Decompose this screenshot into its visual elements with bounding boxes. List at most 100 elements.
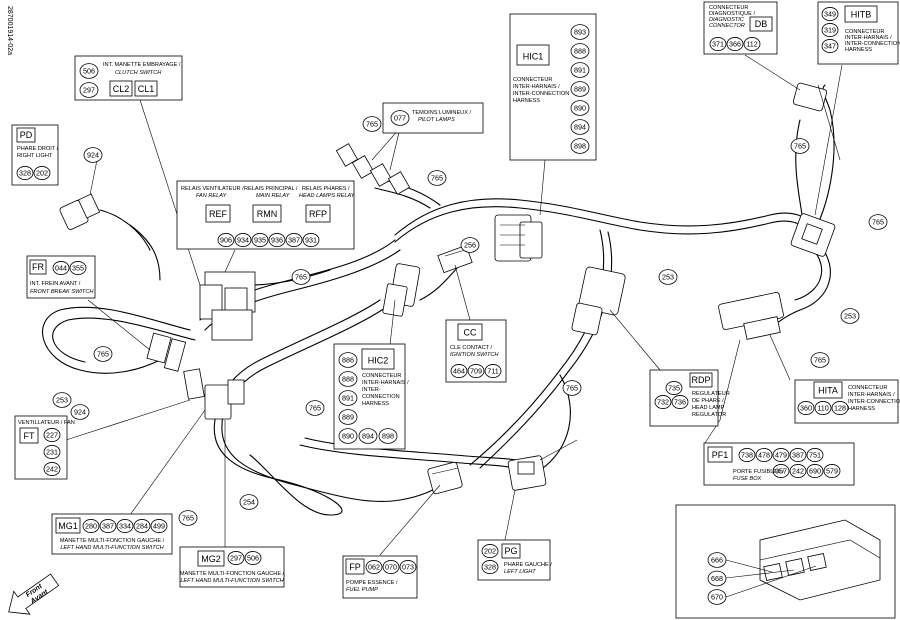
hitb-wire-319: 319 bbox=[821, 23, 839, 37]
pl-wire-077-circle bbox=[390, 110, 410, 126]
pf1-wire-387-text: 387 bbox=[792, 451, 804, 460]
rdp-wire-735: 735 bbox=[665, 381, 683, 395]
cc-wire-709: 709 bbox=[467, 364, 485, 378]
cl-wire-297-circle bbox=[79, 82, 99, 98]
pd-code-box bbox=[16, 127, 36, 143]
pf1-wire-690-text: 690 bbox=[809, 467, 821, 476]
relays-wire-906: 906 bbox=[217, 233, 235, 247]
hic2-wire-894-text: 894 bbox=[362, 432, 374, 441]
relay-block-shape bbox=[199, 271, 256, 341]
hita-desc-0: CONNECTEUR bbox=[848, 385, 887, 391]
hic1-wire-890-text: 890 bbox=[574, 104, 586, 113]
mg2-wire-506-circle bbox=[244, 551, 262, 565]
mg1-wire-334: 334 bbox=[116, 519, 134, 533]
cc-desc-fr: CLE CONTACT / bbox=[450, 345, 493, 351]
pg-code-box bbox=[501, 543, 521, 559]
rdp-desc-3: REGULATOR bbox=[692, 412, 726, 418]
hic1-wire-890-circle bbox=[570, 100, 590, 116]
hic1-wire-889: 889 bbox=[570, 81, 590, 97]
ft-wire-231: 231 bbox=[43, 445, 61, 459]
fp-wire-070: 070 bbox=[382, 560, 400, 574]
pd-wire-202-text: 202 bbox=[36, 169, 48, 178]
wire-label-253-13-circle bbox=[52, 392, 72, 408]
wire-label-765-10-text: 765 bbox=[366, 120, 378, 129]
rmn-desc-fr: RELAIS PRINCIPAL / bbox=[244, 186, 298, 192]
fp-desc-en: FUEL PUMP bbox=[346, 587, 378, 593]
hita-wire-110-text: 110 bbox=[817, 404, 828, 413]
fp-wire-073-text: 073 bbox=[402, 563, 414, 572]
db-wire-371-text: 371 bbox=[712, 40, 724, 49]
fusebox-terminal-666-text: 666 bbox=[711, 556, 723, 565]
rdp-regulator-shape bbox=[571, 266, 626, 336]
wire-label-765-7-circle bbox=[562, 380, 582, 396]
pf1-wire-479: 479 bbox=[772, 448, 790, 462]
hic1-wire-893-circle bbox=[570, 24, 590, 40]
fr-wire-355-circle bbox=[69, 261, 87, 275]
hic1-desc-1: INTER-HARNAIS / bbox=[513, 84, 560, 90]
hita-desc-3: HARNESS bbox=[848, 406, 875, 412]
mg2-desc-fr: MANETTE MULTI-FONCTION GAUCHE / bbox=[180, 571, 285, 577]
rdp-desc-2: HEAD LAMP bbox=[692, 405, 725, 411]
fusebox-terminal-668: 668 bbox=[707, 570, 727, 587]
fr-wire-355: 355 bbox=[69, 261, 87, 275]
fusebox-terminal-668-text: 668 bbox=[711, 574, 723, 583]
mg1-wire-387: 387 bbox=[99, 519, 117, 533]
cc-wire-464-text: 464 bbox=[453, 367, 465, 376]
mg-connector-shape bbox=[183, 368, 245, 420]
hitb-connector-shape bbox=[790, 213, 836, 257]
ref-code-box bbox=[205, 204, 231, 223]
cl-code-cl1: CL1 bbox=[138, 84, 155, 94]
cc-code-box bbox=[457, 323, 483, 341]
relays-wire-931-circle bbox=[302, 233, 320, 247]
mg1-wire-284-text: 284 bbox=[136, 522, 148, 531]
relays-wire-934-text: 934 bbox=[237, 236, 249, 245]
ft-code-box bbox=[19, 427, 39, 444]
fusebox-terminal-670-text: 670 bbox=[711, 593, 723, 602]
wire-label-765-1-circle bbox=[427, 170, 447, 186]
rfp-code: RFP bbox=[309, 209, 327, 219]
wire-label-765-7: 765 bbox=[562, 380, 582, 396]
wire-label-765-4: 765 bbox=[305, 400, 325, 416]
pilot-lamp-sockets bbox=[335, 143, 411, 195]
fr-code: FR bbox=[32, 262, 44, 272]
mg2-wire-297: 297 bbox=[227, 551, 245, 565]
wire-label-765-3-text: 765 bbox=[97, 350, 109, 359]
cl-wire-506-text: 506 bbox=[83, 67, 95, 76]
fusebox-terminal-668-circle bbox=[707, 570, 727, 587]
hic2-wire-891-circle bbox=[338, 390, 358, 406]
pd-wire-328-circle bbox=[16, 166, 34, 180]
hic1-wire-898-text: 898 bbox=[574, 142, 586, 151]
hic2-wire-889-text: 889 bbox=[342, 413, 354, 422]
hic1-wire-894-circle bbox=[570, 119, 590, 135]
fp-code: FP bbox=[349, 562, 361, 572]
pf1-wire-242: 242 bbox=[789, 464, 807, 478]
fr-desc-fr: INT. FREIN AVANT / bbox=[30, 281, 81, 287]
cl-wire-297: 297 bbox=[79, 82, 99, 98]
fp-wire-070-text: 070 bbox=[385, 563, 397, 572]
mg2-wire-506-text: 506 bbox=[247, 554, 259, 563]
pd-wire-328-text: 328 bbox=[19, 169, 31, 178]
mg1-wire-334-circle bbox=[116, 519, 134, 533]
hic1-code: HIC1 bbox=[523, 51, 544, 61]
relays-wire-935-text: 935 bbox=[254, 236, 266, 245]
fr-wire-044-text: 044 bbox=[55, 264, 67, 273]
wire-label-765-1-text: 765 bbox=[431, 174, 443, 183]
mg2-wire-506: 506 bbox=[244, 551, 262, 565]
fusebox-terminal-670-circle bbox=[707, 589, 727, 605]
relays-wire-935-circle bbox=[251, 233, 269, 247]
fr-code-box bbox=[29, 259, 47, 275]
cc-connector-shape bbox=[437, 244, 473, 274]
db-desc-0: CONNECTEUR bbox=[709, 5, 748, 11]
hita-wire-128: 128 bbox=[831, 401, 849, 415]
hic1-wire-894-text: 894 bbox=[574, 123, 586, 132]
pf1-wire-738: 738 bbox=[738, 448, 756, 462]
hita-wire-128-text: 128 bbox=[834, 404, 846, 413]
wire-label-253-14: 253 bbox=[840, 308, 860, 324]
relays-wire-931-text: 931 bbox=[305, 236, 317, 245]
